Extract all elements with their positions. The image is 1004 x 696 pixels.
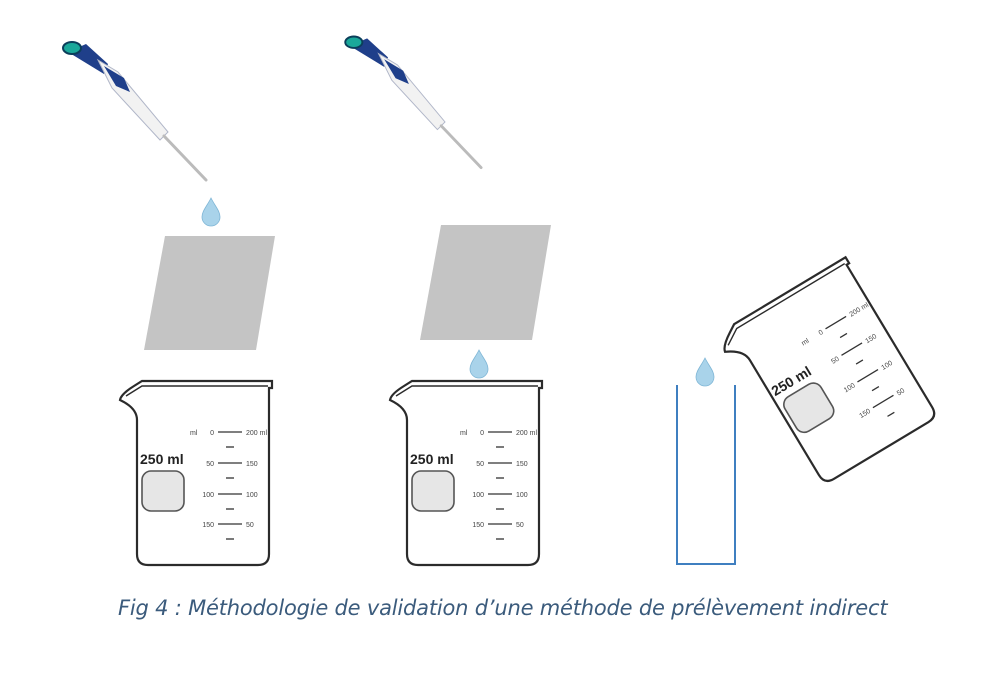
scale-minor-tick — [887, 411, 895, 417]
scale-tick — [825, 315, 847, 330]
scale-tick — [841, 342, 863, 356]
figure-caption: Fig 4 : Méthodologie de validation d’une… — [118, 596, 888, 620]
scale-label-left: 100 — [202, 492, 214, 499]
scale-label-right: 150 — [246, 461, 258, 468]
scale-label-left: 50 — [206, 461, 214, 468]
pipette-icon — [343, 35, 483, 170]
water-drop-icon — [469, 349, 489, 379]
test-surface — [420, 225, 551, 340]
beaker-capacity-label: 250 ml — [140, 451, 184, 467]
beaker-label-area — [783, 382, 835, 434]
beaker-outline — [118, 379, 274, 567]
beaker-outline — [388, 379, 544, 567]
scale-label-right: 100 — [516, 492, 528, 499]
scale-tick — [872, 394, 894, 409]
scale-minor-tick — [855, 359, 864, 365]
scale-label-left: 0 — [818, 329, 825, 337]
scale-minor-tick — [871, 385, 880, 392]
scale-label-left: 150 — [202, 522, 214, 529]
beaker-capacity-label: 250 ml — [410, 451, 454, 467]
scale-label-right: 50 — [246, 522, 254, 529]
scale-tick — [857, 369, 879, 383]
scale-label-left: 50 — [830, 356, 840, 366]
scale-label-right: 200 ml — [516, 430, 537, 437]
beaker-1: 250 ml ml 0 200 ml 50 150 100 100 150 50 — [118, 379, 274, 567]
scale-label-right: 50 — [516, 522, 524, 529]
beaker-2: 250 ml ml 0 200 ml 50 150 100 100 150 50 — [388, 379, 544, 567]
beaker-outline — [723, 255, 936, 483]
beaker-label-area — [141, 470, 185, 512]
scale-label-left: 0 — [480, 430, 484, 437]
collection-tube — [676, 385, 736, 565]
scale-label-left: 150 — [472, 522, 484, 529]
scale-label-right: 50 — [896, 387, 906, 397]
scale-minor-tick — [839, 332, 848, 339]
scale-label-right: 150 — [516, 461, 528, 468]
scale-unit: ml — [800, 337, 810, 347]
scale-unit: ml — [460, 430, 468, 437]
scale-unit: ml — [190, 430, 198, 437]
scale-label-left: 0 — [210, 430, 214, 437]
pipette-icon — [61, 40, 208, 182]
scale-label-right: 200 ml — [246, 430, 267, 437]
water-drop-icon — [201, 197, 221, 227]
beaker-label-area — [411, 470, 455, 512]
scale-label-right: 100 — [246, 492, 258, 499]
scale-label-left: 50 — [476, 461, 484, 468]
scale-label-left: 100 — [472, 492, 484, 499]
water-drop-icon — [695, 357, 715, 387]
test-surface — [144, 236, 275, 350]
